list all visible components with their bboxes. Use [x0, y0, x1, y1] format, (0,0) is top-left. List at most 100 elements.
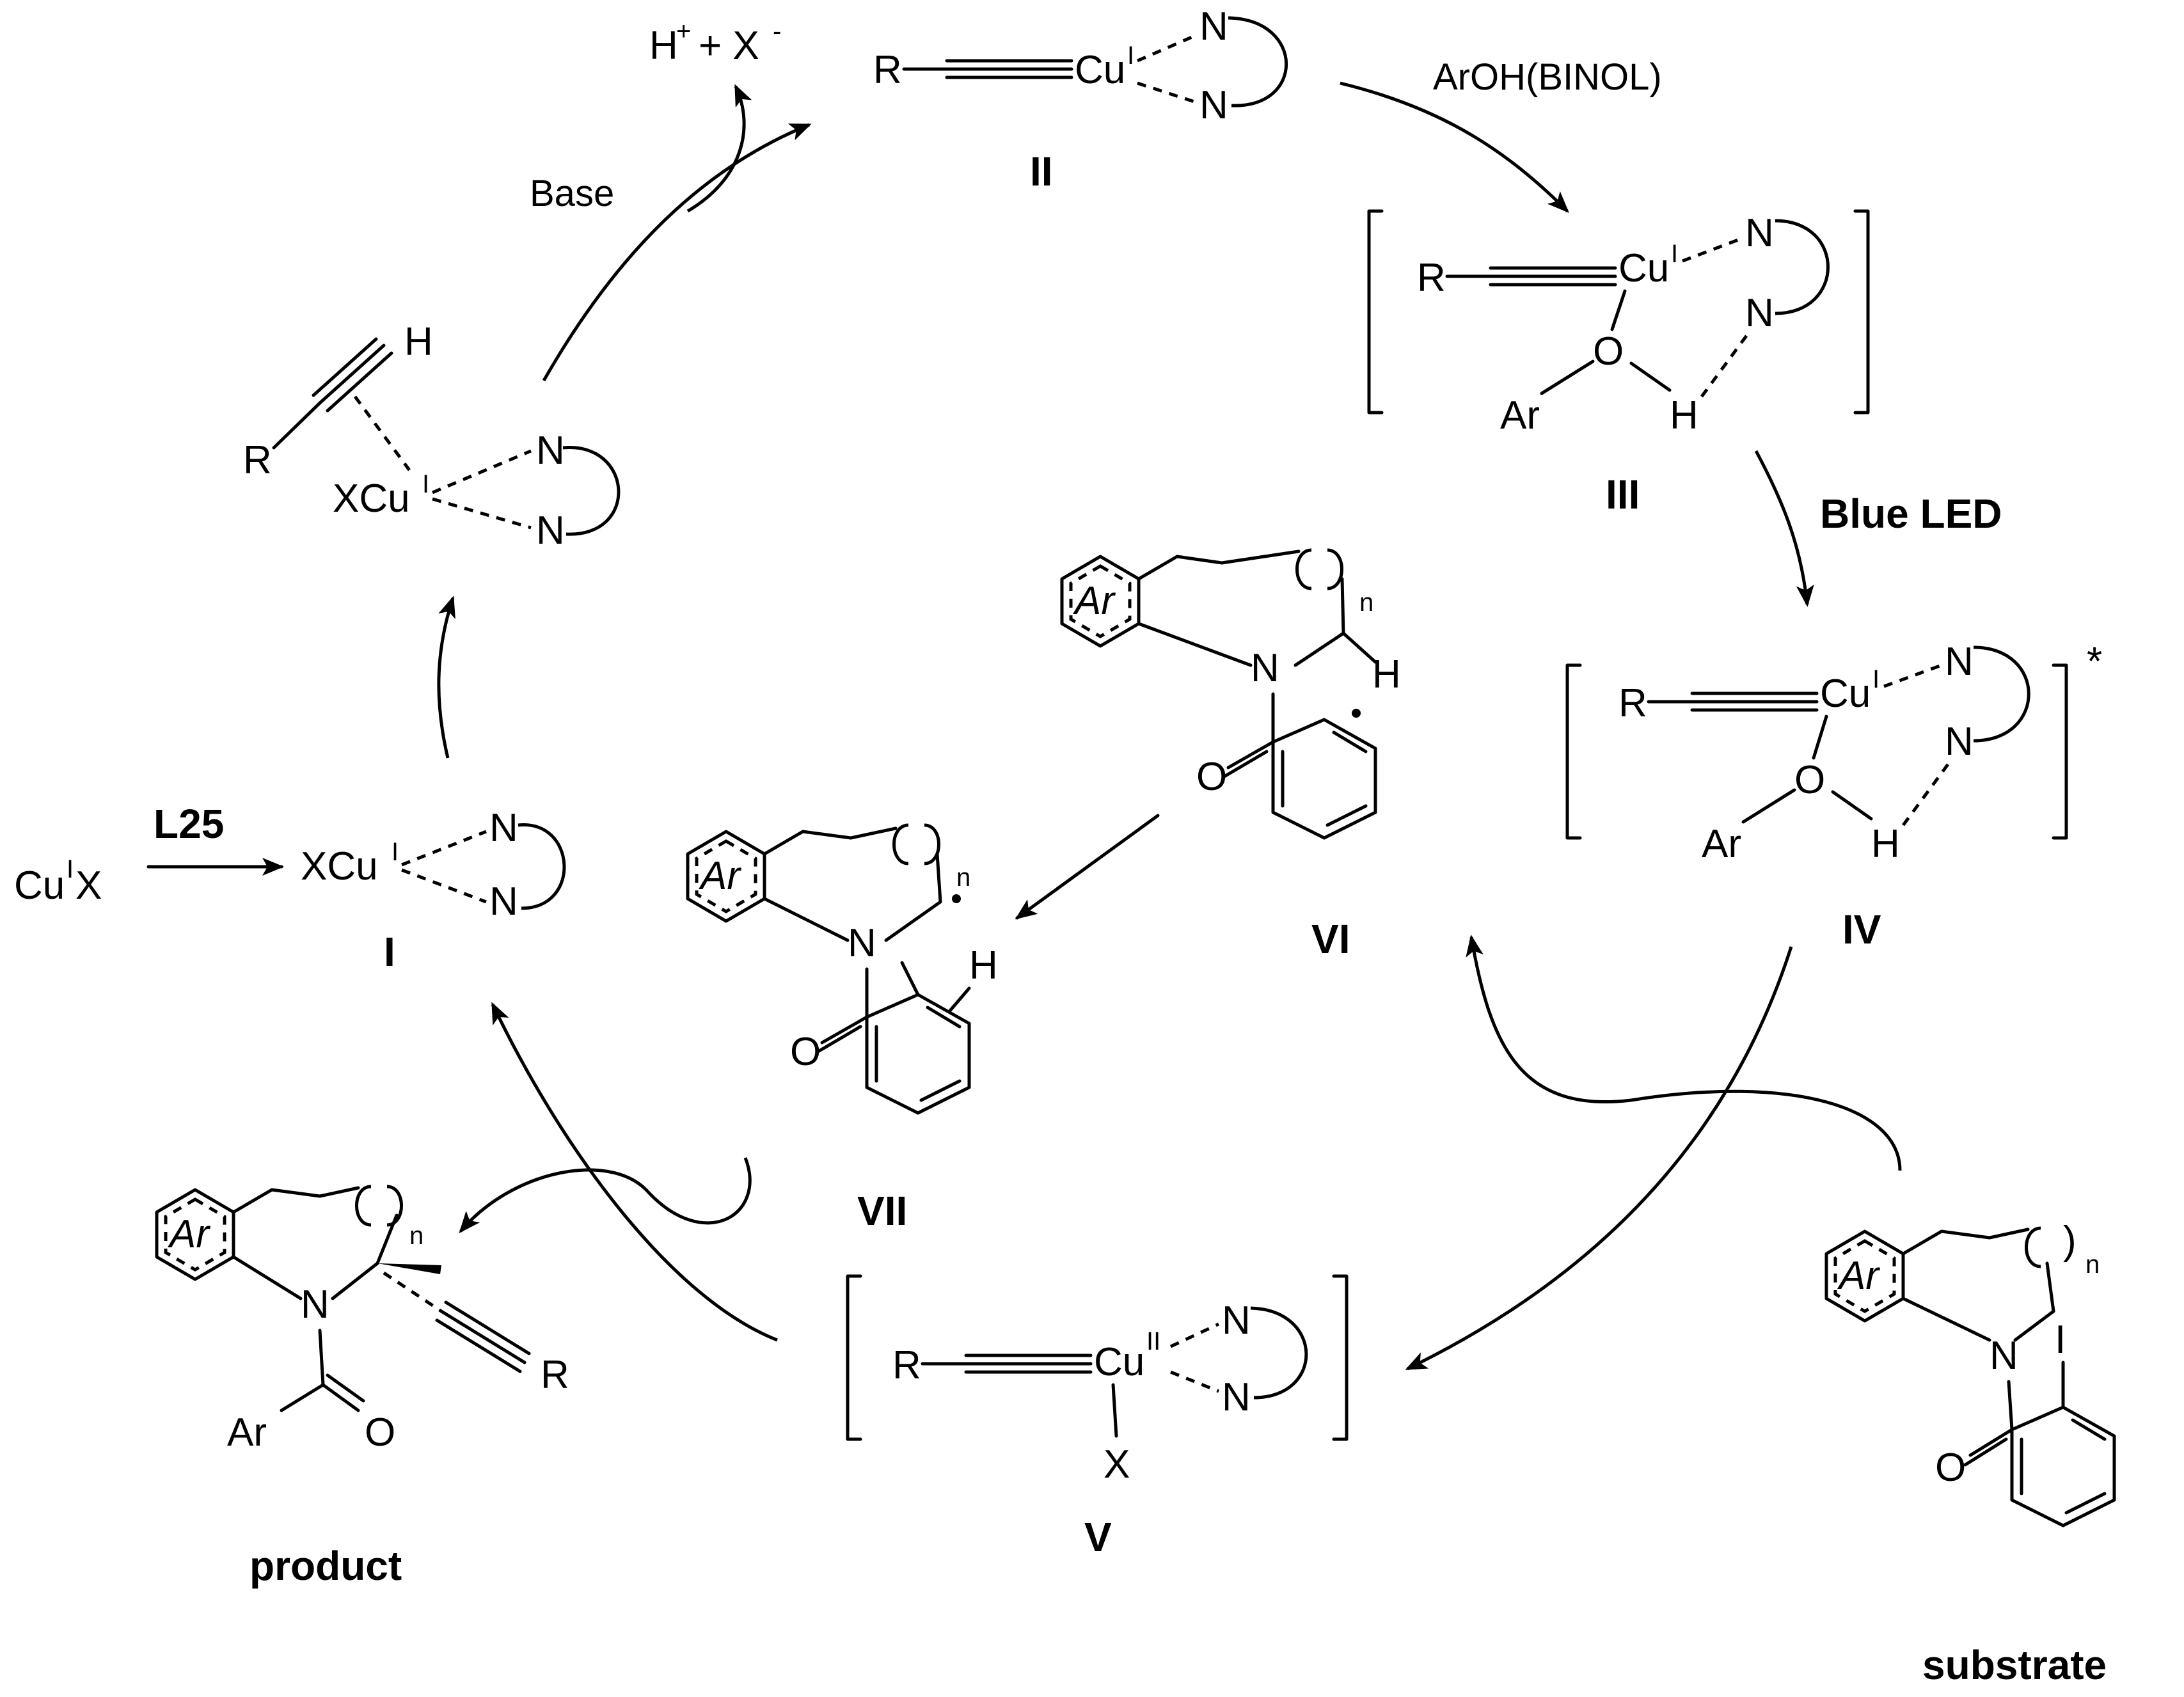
- svg-text:N: N: [1945, 640, 1974, 684]
- hx-label: H + + X -: [649, 17, 781, 68]
- label-substrate: substrate: [1922, 1642, 2107, 1688]
- svg-text:H: H: [1670, 393, 1698, 438]
- base-label: Base: [530, 173, 614, 214]
- aroh-label: ArOH(BINOL): [1433, 56, 1662, 98]
- svg-text:R: R: [243, 438, 272, 482]
- svg-text:N: N: [1990, 1334, 2018, 1378]
- label-VI: VI: [1311, 916, 1350, 962]
- svg-text:I: I: [422, 470, 429, 498]
- svg-text:N: N: [1199, 83, 1228, 127]
- cux-label: Cu: [14, 864, 65, 908]
- label-III: III: [1606, 471, 1640, 517]
- arrow-substrate-to-VI: [1466, 935, 1902, 1171]
- svg-text:XCu: XCu: [333, 477, 410, 521]
- svg-text:R: R: [1417, 256, 1446, 300]
- svg-text:Cu: Cu: [1820, 672, 1871, 716]
- svg-text:H: H: [1871, 822, 1900, 866]
- svg-text:n: n: [2085, 1251, 2100, 1279]
- compound-VII: Ar n N O H VII: [686, 823, 998, 1234]
- compound-V: R Cu II N N X V: [846, 1274, 1349, 1560]
- svg-text:I: I: [2055, 1318, 2066, 1362]
- svg-text:R: R: [1618, 681, 1647, 725]
- svg-text:Cu: Cu: [1618, 246, 1669, 290]
- svg-text:Ar: Ar: [698, 854, 741, 898]
- svg-text:N: N: [1945, 720, 1974, 764]
- arrow-VI-to-VII: [1015, 814, 1160, 920]
- svg-text:II: II: [1146, 1327, 1160, 1355]
- svg-text:N: N: [301, 1283, 329, 1327]
- arrow-II-to-III: [1340, 81, 1569, 213]
- svg-text:R: R: [541, 1353, 569, 1397]
- svg-text:X: X: [75, 864, 102, 908]
- arrow-V-to-I: [491, 1002, 778, 1342]
- svg-text:n: n: [409, 1222, 423, 1250]
- compound-II: R Cu I N N II: [873, 4, 1288, 194]
- compound-VI: Ar n N H O VI: [1060, 548, 1401, 962]
- svg-text:N: N: [1222, 1375, 1251, 1419]
- svg-text:O: O: [365, 1410, 395, 1455]
- l25-label: L25: [154, 801, 224, 847]
- svg-text:H: H: [404, 320, 433, 364]
- svg-text:Ar: Ar: [167, 1212, 210, 1256]
- svg-text:Cu: Cu: [1094, 1340, 1144, 1384]
- alkyne-pi-complex: R H XCu I N N: [243, 320, 621, 553]
- label-VII: VII: [857, 1188, 907, 1234]
- arrow-III-to-IV: [1754, 450, 1814, 607]
- svg-text:O: O: [1794, 758, 1825, 802]
- svg-text:n: n: [1359, 588, 1373, 617]
- svg-text:+: +: [676, 17, 691, 45]
- svg-text:n: n: [956, 864, 970, 892]
- svg-text:R: R: [873, 48, 902, 92]
- svg-text:N: N: [1199, 4, 1228, 49]
- svg-text:I: I: [1671, 240, 1678, 268]
- blue-led-label: Blue LED: [1820, 491, 2002, 537]
- initiation-step: Cu I X L25: [14, 801, 284, 908]
- svg-text:Ar: Ar: [1837, 1254, 1880, 1298]
- arrow-IV-to-V: [1405, 946, 1793, 1371]
- paren-close: ): [2063, 1219, 2077, 1263]
- svg-text:N: N: [489, 806, 518, 850]
- svg-text:N: N: [489, 880, 518, 924]
- compound-III: R Cu I N N O Ar H III: [1367, 209, 1870, 517]
- svg-text:O: O: [1593, 329, 1624, 374]
- svg-text:N: N: [1745, 291, 1774, 335]
- svg-text:O: O: [790, 1030, 821, 1074]
- svg-text:-: -: [773, 17, 781, 45]
- arrow-release-HX: [686, 84, 752, 213]
- svg-text:H: H: [969, 943, 998, 988]
- svg-text:R: R: [892, 1343, 921, 1387]
- svg-text:X: X: [1104, 1442, 1130, 1487]
- compound-product: Ar n N R Ar O product: [155, 1185, 569, 1589]
- svg-text:I: I: [67, 855, 74, 883]
- compound-substrate: Ar n ) N O I substrate: [1824, 1219, 2116, 1688]
- svg-text:+ X: + X: [699, 24, 759, 68]
- svg-text:I: I: [1872, 665, 1879, 693]
- excited-star: *: [2087, 640, 2102, 684]
- svg-text:Ar: Ar: [1500, 393, 1540, 438]
- svg-text:Ar: Ar: [227, 1410, 267, 1455]
- svg-text:H: H: [1372, 652, 1401, 697]
- svg-text:I: I: [1127, 42, 1134, 70]
- arrow-to-II: [542, 123, 812, 382]
- label-IV: IV: [1842, 906, 1881, 952]
- svg-text:N: N: [536, 509, 565, 553]
- svg-text:H: H: [649, 24, 678, 68]
- svg-text:Cu: Cu: [1075, 48, 1125, 92]
- svg-text:I: I: [392, 838, 399, 866]
- svg-text:N: N: [536, 429, 565, 473]
- svg-text:O: O: [1935, 1446, 1966, 1490]
- label-I: I: [384, 929, 395, 975]
- label-II: II: [1030, 148, 1053, 194]
- label-V: V: [1084, 1514, 1112, 1560]
- svg-text:O: O: [1196, 755, 1227, 799]
- label-product: product: [249, 1543, 402, 1589]
- compound-IV: * R Cu I N N O Ar H IV: [1565, 640, 2102, 952]
- xcu-label: XCu: [301, 844, 378, 888]
- svg-text:N: N: [1251, 646, 1279, 690]
- svg-text:Ar: Ar: [1072, 579, 1116, 623]
- svg-text:N: N: [1745, 211, 1774, 255]
- compound-I: XCu I N N I: [301, 806, 566, 975]
- svg-text:N: N: [848, 921, 876, 965]
- svg-text:N: N: [1222, 1298, 1251, 1343]
